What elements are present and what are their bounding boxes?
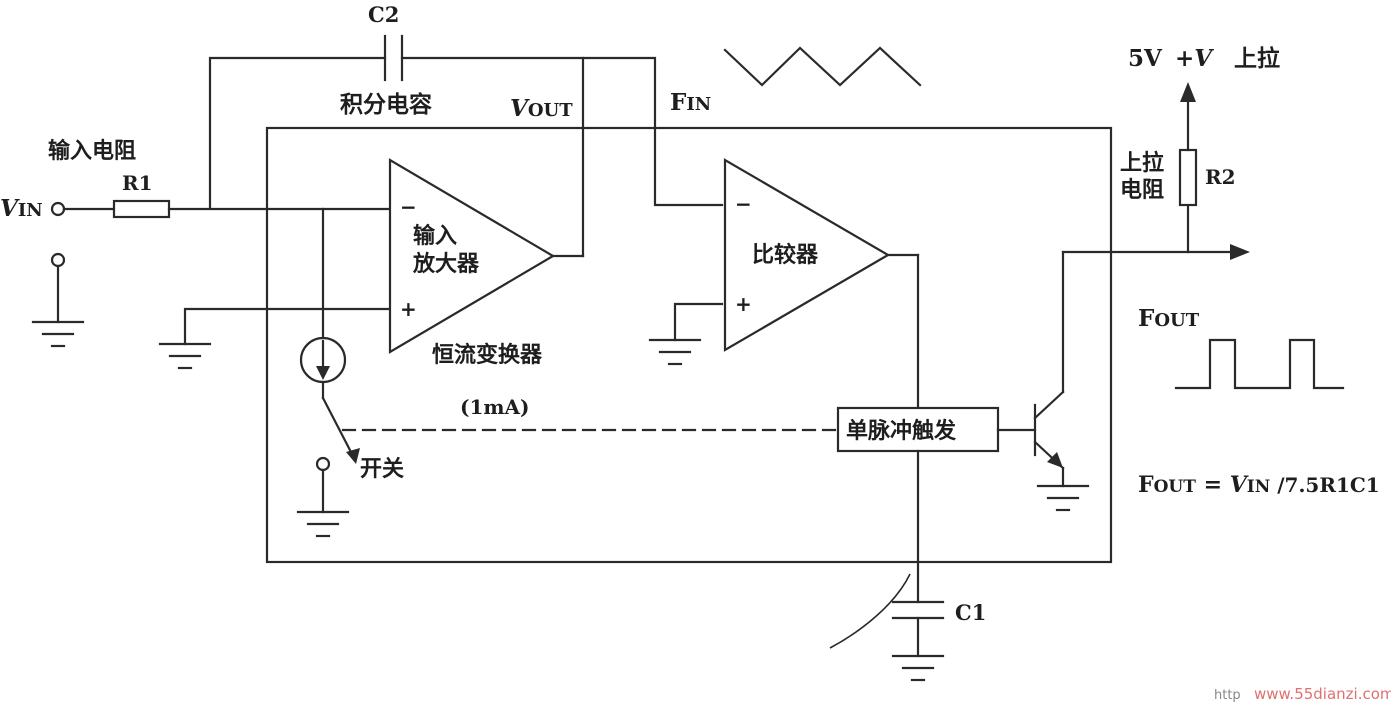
integrating-capacitor-c2: [208, 34, 724, 258]
pin-callout-curve: [829, 573, 911, 649]
switch-icon: [321, 396, 360, 464]
label-switch: 开关: [360, 457, 404, 482]
square-waveform: [1174, 338, 1345, 390]
label-r2: R2: [1205, 165, 1236, 189]
label-pullup-res-2: 电阻: [1120, 178, 1164, 203]
label-input-amp-2: 放大器: [412, 251, 480, 277]
label-current-value: (1mA): [460, 395, 530, 419]
label-c2: C2: [368, 2, 399, 27]
label-supply-5v: 5V: [1128, 45, 1163, 72]
vin-terminal: [50, 201, 66, 217]
input-ground-terminal: [31, 252, 85, 348]
label-fout: FOUT: [1138, 305, 1200, 332]
label-current-converter: 恒流变换器: [432, 342, 543, 368]
amp-minus-sign: −: [400, 195, 417, 219]
label-input-resistor: 输入电阻: [48, 138, 136, 164]
resistor-r2: [1178, 148, 1198, 207]
label-one-shot: 单脉冲触发: [846, 418, 957, 444]
watermark-site: www.55dianzi.com: [1254, 685, 1391, 703]
input-amplifier: [388, 158, 585, 354]
ic-boundary: [265, 126, 1113, 564]
label-c1: C1: [955, 600, 986, 625]
timing-capacitor-c1: [891, 600, 945, 682]
triangle-waveform: [723, 46, 922, 87]
label-pullup-res-1: 上拉: [1120, 150, 1164, 176]
label-comparator: 比较器: [752, 242, 819, 268]
amp-plus-sign: +: [400, 297, 417, 321]
label-r1: R1: [122, 171, 153, 195]
output-arrow-icon: [1230, 244, 1250, 260]
amp-plus-ground: [158, 342, 212, 370]
label-vout: VOUT: [510, 95, 573, 122]
supply-arrow-icon: [1180, 82, 1196, 102]
label-vin: VIN: [0, 195, 43, 222]
comparator-minus-sign: −: [735, 192, 752, 216]
output-transistor: [1033, 250, 1090, 512]
label-integrating-cap: 积分电容: [340, 91, 432, 118]
resistor-r1: [112, 199, 171, 219]
comparator-plus-sign: +: [735, 292, 752, 316]
label-plus-v: +V: [1175, 45, 1214, 72]
switch-ground-terminal: [296, 456, 350, 538]
comparator-plus-ground: [648, 338, 702, 366]
comparator: [723, 158, 920, 410]
watermark-prefix: http: [1214, 688, 1241, 703]
label-pullup-top: 上拉: [1234, 45, 1280, 72]
label-input-amp-1: 输入: [413, 223, 457, 249]
label-fin: FIN: [670, 89, 711, 116]
current-source-icon: [299, 336, 347, 384]
label-formula: FOUT = VIN /7.5R1C1: [1138, 472, 1380, 498]
